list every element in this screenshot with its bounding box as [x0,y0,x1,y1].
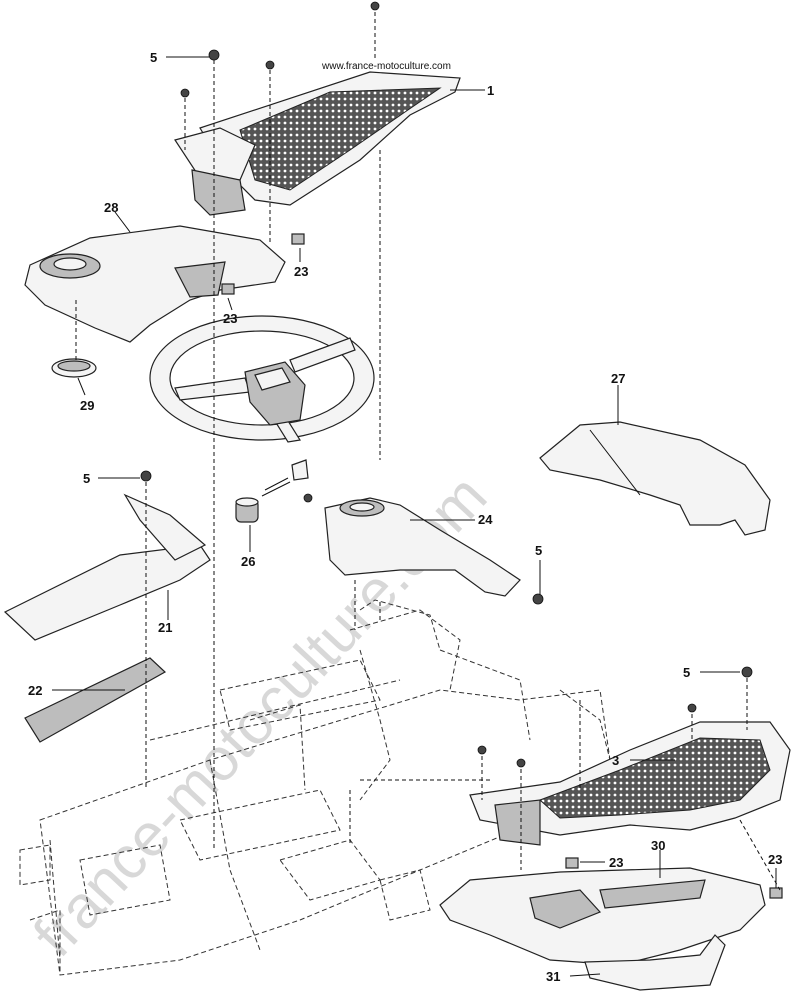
callout-23-mid: 23 [223,311,237,326]
part-21-floor-panel [3,493,211,641]
callout-5-top: 5 [150,50,157,65]
callout-30: 30 [651,838,665,853]
leader-lines [52,56,777,977]
callout-1: 1 [487,83,494,98]
callout-21: 21 [158,620,172,635]
part-31-trim [584,934,726,991]
callout-5-left: 5 [83,471,90,486]
callout-29: 29 [80,398,94,413]
callout-23-lower: 23 [609,855,623,870]
part-22-strip [24,657,167,743]
callout-labels: 5 1 28 23 23 29 27 5 24 5 26 21 22 5 3 2… [28,50,782,984]
screws [140,1,753,768]
callout-22: 22 [28,683,42,698]
part-3-right-cover [469,721,791,846]
part-26-bushing [235,497,259,523]
part-27-dash-cover [539,421,771,536]
callout-28: 28 [104,200,118,215]
callout-5-right: 5 [535,543,542,558]
part-30-lower-console [439,867,766,966]
callout-3: 3 [612,753,619,768]
callout-23-upper: 23 [294,264,308,279]
steering-wheel [149,315,375,443]
part-28-console-shell [24,225,286,343]
callout-5-lower-right: 5 [683,665,690,680]
assembly-lines [75,12,781,891]
callout-27: 27 [611,371,625,386]
source-url: www.france-motoculture.com [321,61,451,72]
callout-26: 26 [241,554,255,569]
part-24-column-cover [324,497,521,597]
part-29-ring [51,358,97,378]
callout-24: 24 [478,512,493,527]
clip-parts-23 [221,233,783,899]
steering-column-hardware [261,459,309,497]
callout-31: 31 [546,969,560,984]
part-1-top-cover [174,71,461,216]
callout-23-right: 23 [768,852,782,867]
